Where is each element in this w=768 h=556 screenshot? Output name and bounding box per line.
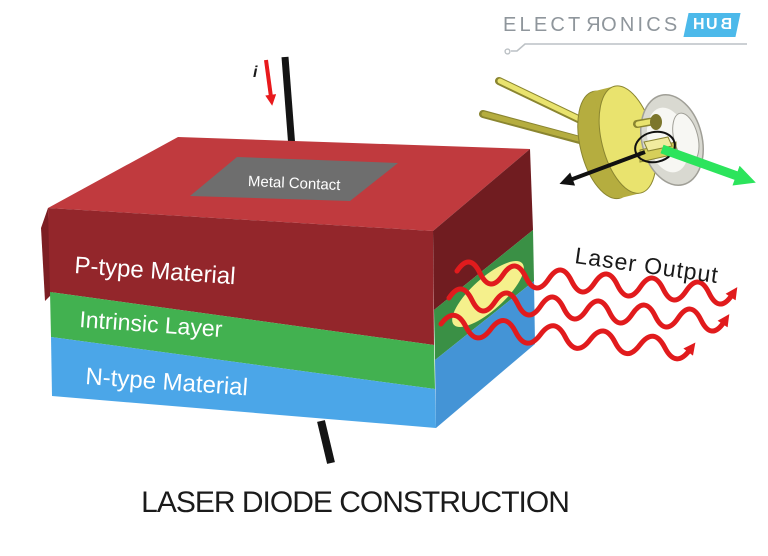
laser-chip [643,136,673,152]
package-pin-2 [481,111,593,145]
figure-title: LASER DIODE CONSTRUCTION [141,486,570,519]
logo-wordmark: ELECTRONICS [503,14,681,36]
logo-underline-trace [511,43,747,52]
laser-output-waves [438,259,738,362]
logo-mirrored-b: B [719,16,733,33]
p-type-layer-front [48,208,434,345]
chip-highlight-circle [634,130,676,164]
logo-mirrored-r: R [583,14,602,36]
chip-pointer-arrow [559,150,646,186]
n-type-layer-side [435,281,535,428]
current-arrow [264,59,277,106]
logo-row: ELECTRONICS HUB [503,12,761,38]
emission-spot [452,261,524,327]
box-left-edge-face [41,208,52,301]
metal-contact-label: Metal Contact [248,173,342,194]
laser-wave-2 [446,286,730,334]
beam-arrow [660,144,756,186]
intrinsic-layer-front [50,292,435,389]
laser-wave-3 [438,312,696,362]
electronicshub-logo: ELECTRONICS HUB [503,12,761,55]
logo-underline-circuit [504,43,747,55]
logo-underline-node-icon [504,48,511,55]
n-type-layer-front [51,337,436,428]
logo-hub-badge: HUB [683,13,742,37]
laser-diode-package [479,77,756,200]
metal-contact-pad [190,157,398,201]
laser-wave-1 [454,259,738,307]
flange-hole [650,114,662,130]
bottom-wire [317,420,335,464]
current-label: i [253,64,258,81]
